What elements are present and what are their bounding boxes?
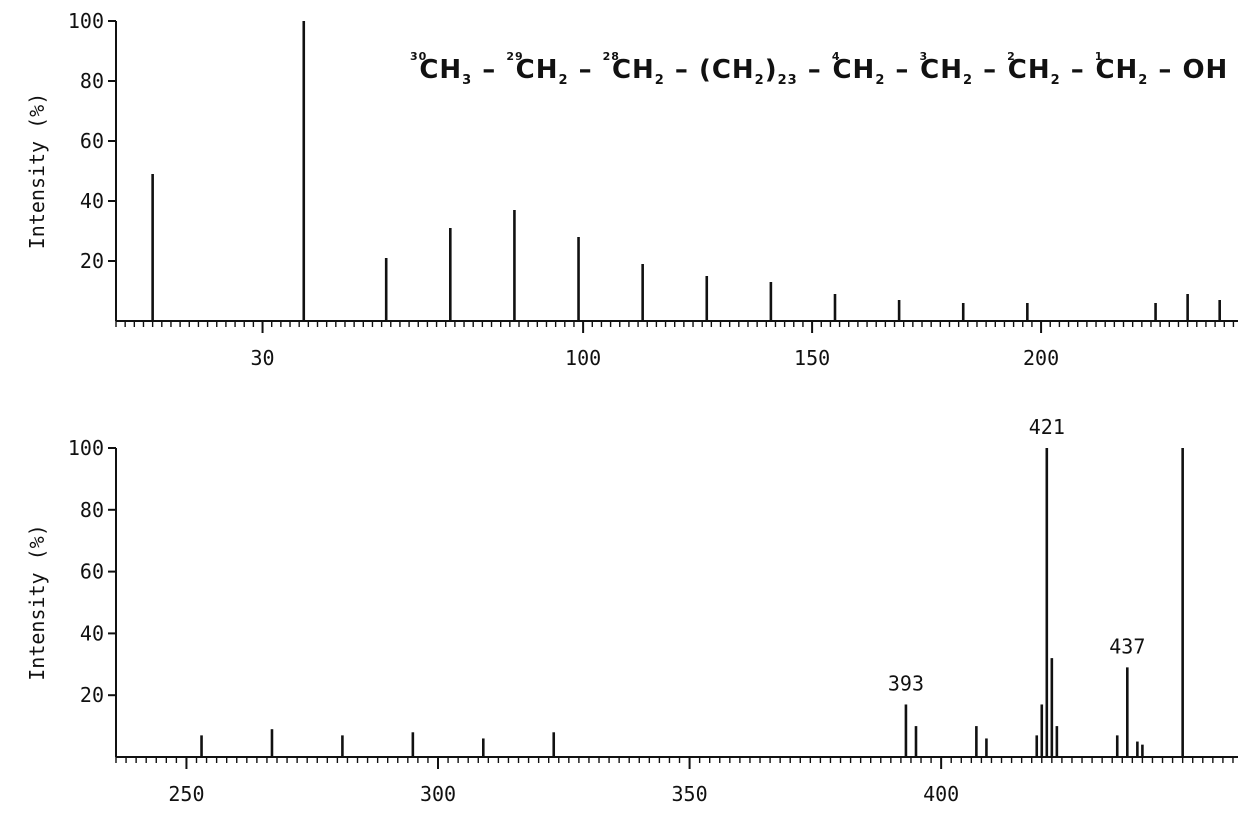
carbon-number: 3 [919, 50, 929, 63]
peak-annotation: 421 [1029, 415, 1065, 439]
formula-part: – [885, 55, 920, 85]
formula-part: – [568, 55, 603, 85]
formula-part: – [472, 55, 507, 85]
x-tick-label: 150 [794, 346, 830, 370]
subscript: 2 [558, 73, 569, 89]
x-tick-label: 350 [672, 782, 708, 806]
x-tick-label: 30 [251, 346, 275, 370]
carbon-number: 30 [410, 50, 428, 63]
formula-part: 4CH2 [831, 50, 886, 89]
formula-part: 28CH2 [602, 50, 665, 89]
formula-part: – [1060, 55, 1095, 85]
formula-part: – [973, 55, 1008, 85]
carbon-number: 1 [1094, 50, 1104, 63]
formula-part: (CH2)23 [698, 55, 798, 89]
formula-part: 2CH2 [1007, 50, 1061, 89]
formula-part: – [1148, 55, 1183, 85]
formula-part: 29CH2 [506, 50, 569, 89]
formula-part: 30CH3 [410, 50, 473, 89]
subscript: 3 [462, 73, 473, 89]
y-axis-title: Intensity (%) [25, 524, 49, 681]
formula-part: 3CH2 [919, 50, 974, 89]
carbon-number: 2 [1007, 50, 1016, 63]
subscript: 2 [654, 73, 665, 89]
formula-part: – [797, 55, 832, 85]
y-tick-label: 80 [80, 69, 104, 93]
x-tick-label: 100 [565, 346, 601, 370]
peak-annotation: 393 [888, 671, 924, 695]
x-tick-label: 200 [1023, 346, 1059, 370]
y-tick-label: 60 [80, 129, 104, 153]
x-tick-label: 400 [923, 782, 959, 806]
subscript: 2 [1050, 73, 1061, 89]
y-tick-label: 100 [68, 9, 104, 33]
carbon-number: 4 [831, 50, 841, 63]
y-tick-label: 20 [80, 683, 104, 707]
y-tick-label: 100 [68, 436, 104, 460]
subscript: 23 [777, 73, 798, 89]
x-tick-label: 250 [168, 782, 204, 806]
carbon-number: 29 [506, 50, 524, 63]
peak-annotation: 437 [1109, 634, 1145, 658]
y-tick-label: 20 [80, 249, 104, 273]
subscript: 2 [754, 73, 765, 89]
structural-formula: 30CH3 – 29CH2 – 28CH2 – (CH2)23 – 4CH2 –… [410, 50, 1228, 88]
y-tick-label: 40 [80, 621, 104, 645]
y-axis-title: Intensity (%) [25, 93, 49, 250]
y-tick-label: 60 [80, 560, 104, 584]
y-tick-label: 40 [80, 189, 104, 213]
subscript: 2 [962, 73, 974, 89]
subscript: 2 [875, 73, 886, 89]
subscript: 2 [1138, 73, 1149, 89]
carbon-number: 28 [602, 50, 620, 63]
y-tick-label: 80 [80, 498, 104, 522]
formula-part: – [664, 55, 699, 85]
x-tick-label: 300 [420, 782, 456, 806]
formula-part: 1CH2 [1094, 50, 1149, 89]
formula-part: OH [1182, 55, 1229, 85]
